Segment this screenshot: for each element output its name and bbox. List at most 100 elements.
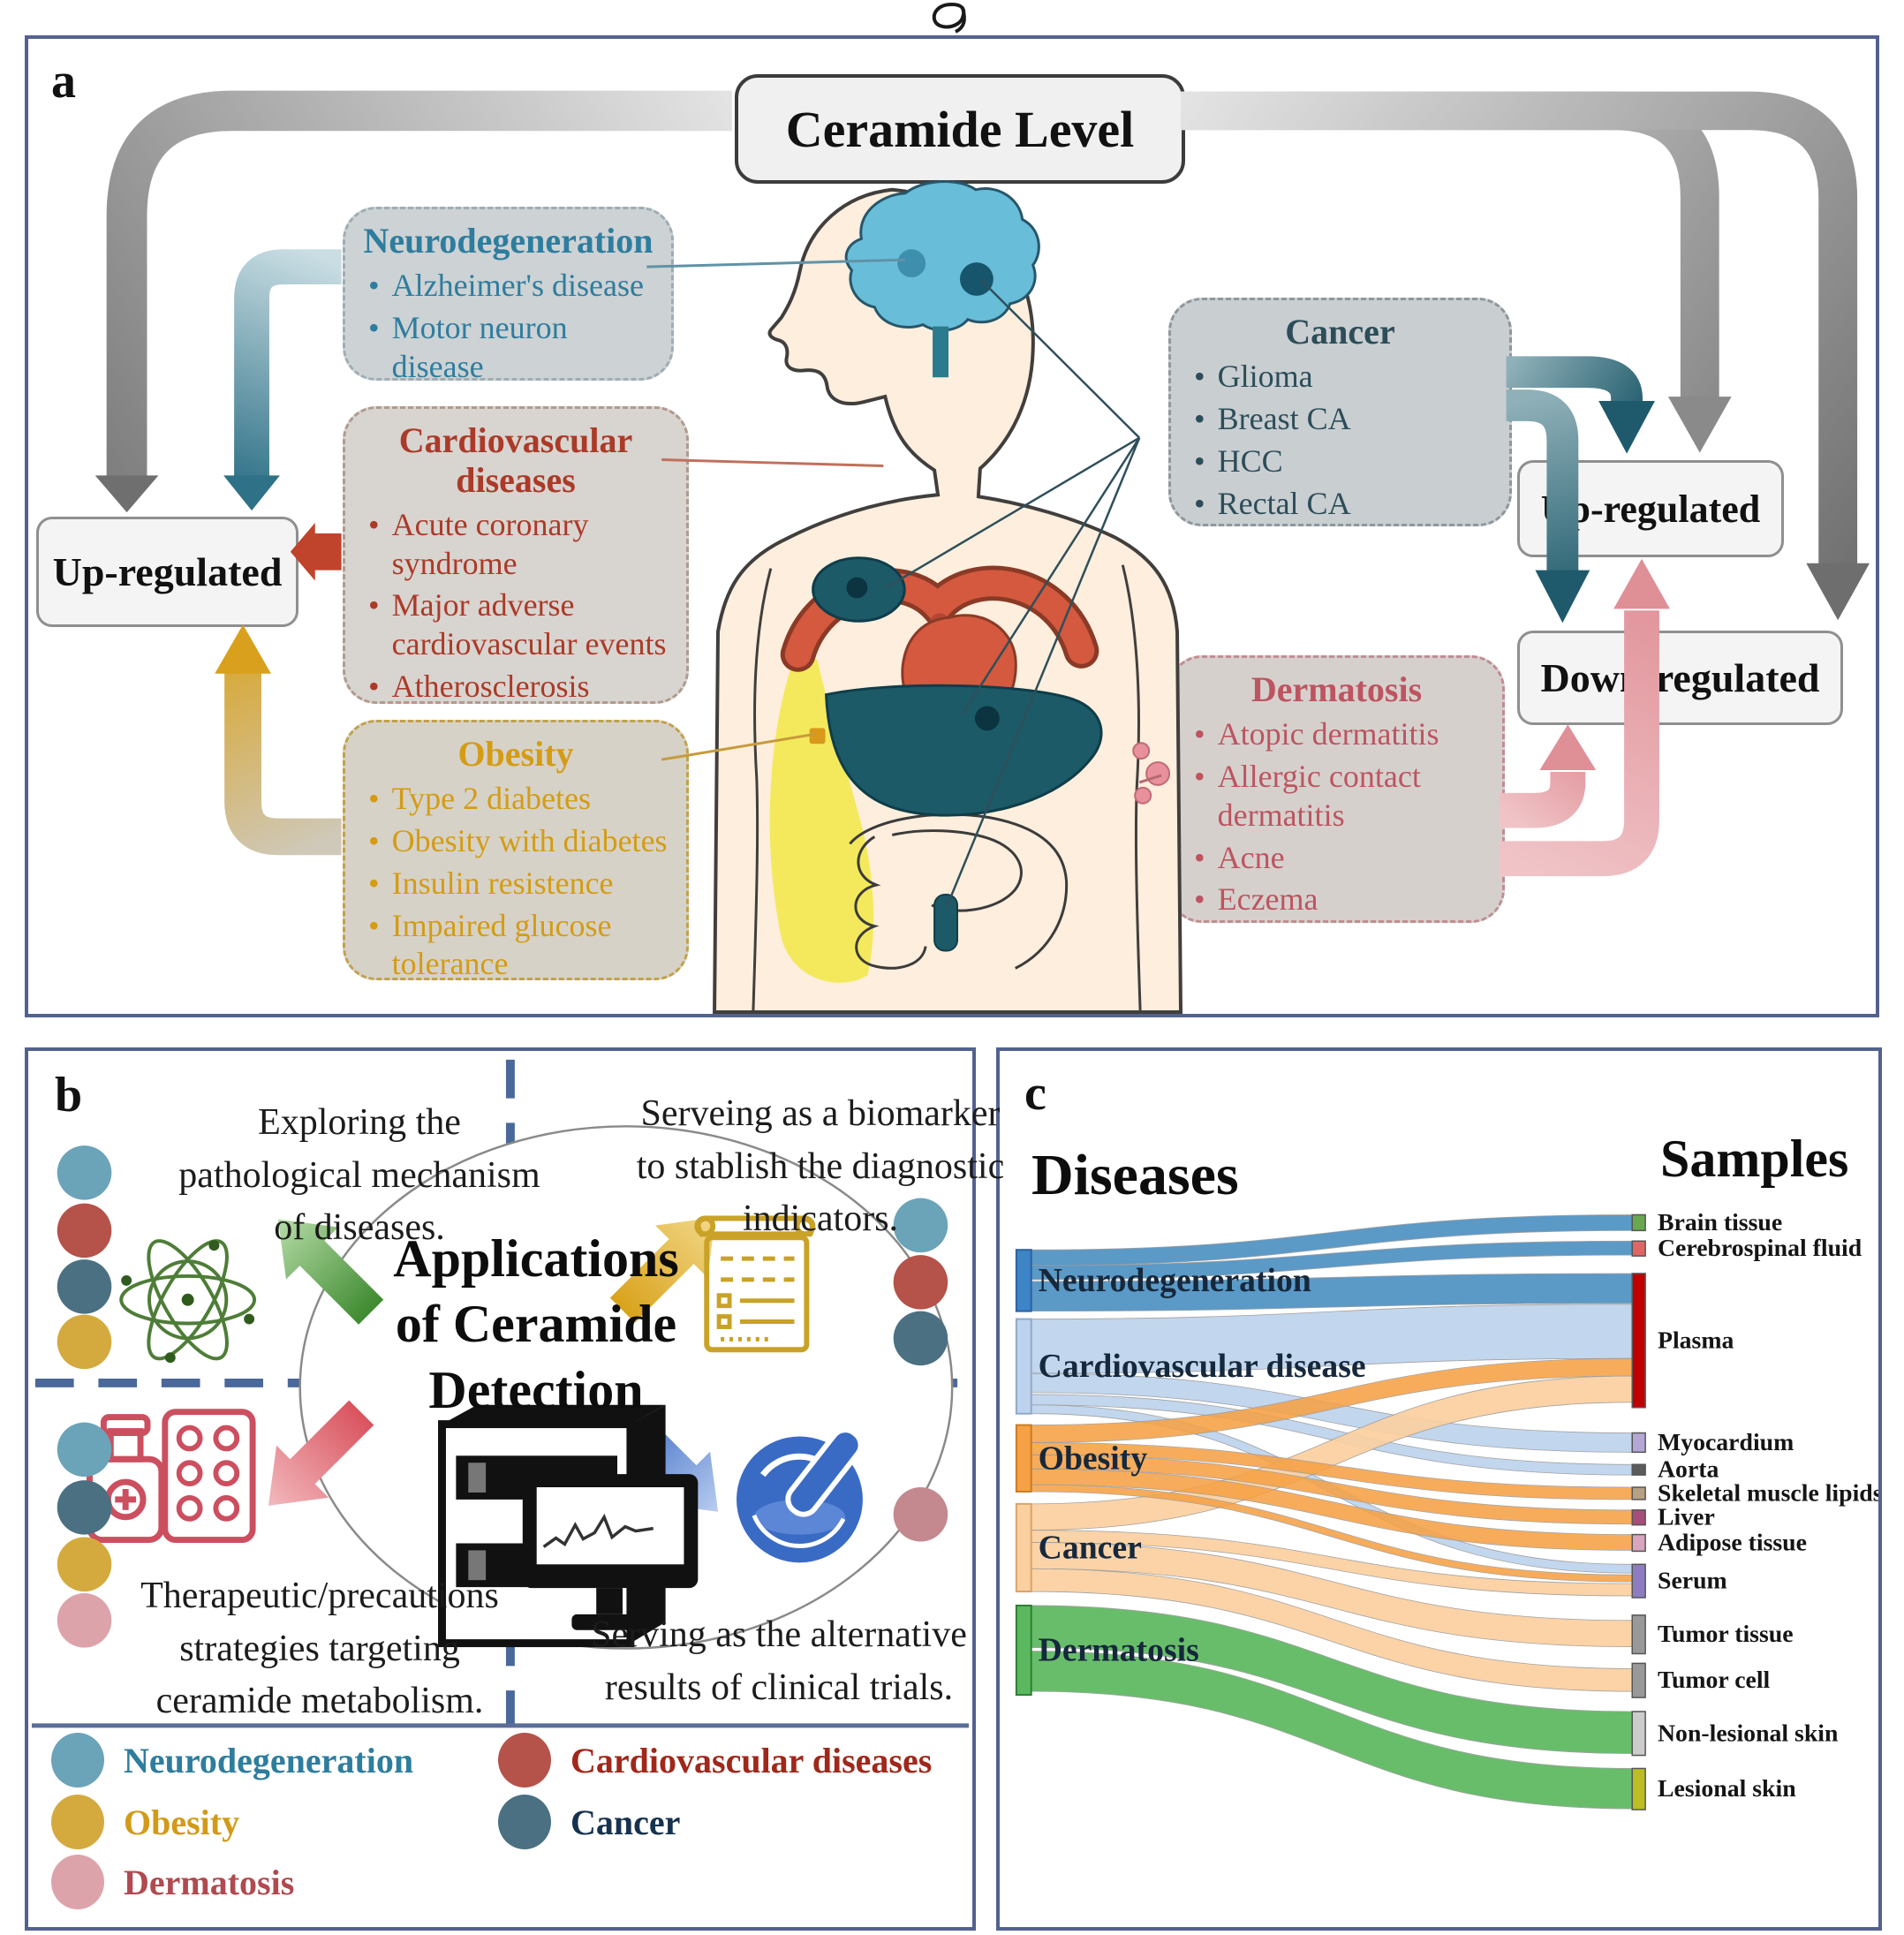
disease-box-neurodegeneration: Neurodegeneration •Alzheimer's disease•M… [343,207,674,384]
category-dot-tl [57,1259,112,1314]
sankey-disease-label: Dermatosis [1039,1632,1199,1669]
category-dot-tr [893,1311,948,1366]
category-dot-br [893,1487,948,1542]
sankey-links [1031,1214,1633,1810]
body-illustration [713,180,1183,1014]
disease-box-obesity: Obesity • Type 2 diabetes •Obesity with di… [343,720,689,981]
arrow-teal-left-head [223,475,280,511]
bullet-marker: • [368,309,380,345]
sankey-disease-label: Neurodegeneration [1039,1262,1311,1299]
legend-dot [498,1795,551,1849]
medicine-icon [87,1409,256,1544]
bullet-item: •Atopic dermatitis [1194,715,1485,754]
regulation-label: Down-regulated [1540,655,1820,700]
regulation-label: Up-regulated [1540,487,1761,531]
sankey-link [1031,1394,1633,1476]
sankey-disease-label: Cardiovascular disease [1039,1348,1366,1385]
bullet-marker: • [1194,839,1205,875]
sankey-node-sample [1631,1240,1646,1257]
petri-dish-icon [736,1427,864,1563]
legend-item: Cancer [498,1795,680,1849]
bullet-text: Glioma [1217,358,1313,394]
brain-marker-1 [897,249,926,278]
legend-label: Dermatosis [124,1862,295,1902]
bullet-marker: • [368,780,380,816]
sankey-node-sample [1631,1614,1646,1655]
down-regulated-right-box: Down-regulated [1517,631,1843,725]
panel-a-label: a [51,54,76,109]
bullet-item: •Insulin resistence [368,865,669,903]
arrow-teal-right-up-head [1598,401,1655,454]
brain-icon [844,180,1040,332]
bullet-text: Eczema [1217,881,1318,918]
sankey-sample-label: Aorta [1658,1456,1719,1484]
sankey-node-disease [1015,1318,1032,1415]
bullet-item: • Glioma [1194,358,1492,397]
yellow-adipose-region [769,654,874,983]
sankey-sample-label: Liver [1658,1504,1715,1531]
legend-item: Dermatosis [51,1855,294,1909]
sankey-link [1031,1442,1633,1500]
bullet-list: •Alzheimer's disease•Motor neuron diseas… [363,267,654,387]
sankey-link [1031,1568,1633,1692]
bullet-text: Type 2 diabetes [391,780,592,816]
arrow-gray-right-inner-head [1667,397,1732,453]
top-crop-mark-icon [932,3,966,34]
legend-label: Cardiovascular diseases [570,1740,933,1780]
sankey-sample-label: Lesional skin [1658,1775,1796,1803]
bullet-text: Atherosclerosis [391,669,590,705]
bullet-list: • Type 2 diabetes •Obesity with diabetes •I… [363,780,669,985]
sankey-node-sample [1631,1533,1646,1553]
arrow-pink-to-up-head [1613,558,1670,609]
brain-marker-2 [959,262,994,296]
sankey-node-sample [1631,1213,1646,1232]
box-title: Neurodegeneration [363,221,654,261]
bullet-marker: • [1194,358,1205,394]
category-dot-bl [57,1480,112,1535]
legend-label: Cancer [570,1802,681,1842]
bullet-item: •Alzheimer's disease [368,267,654,306]
sankey-node-sample [1631,1509,1646,1526]
bullet-item: •Breast CA [1194,400,1492,439]
sankey-sample-label: Skeletal muscle lipids [1658,1479,1878,1507]
category-dot-tl [57,1145,112,1200]
bullet-item: •Acute coronary syndrome [368,506,669,584]
bullet-text: Major adverse cardiovascular events [391,587,667,662]
bullet-marker: • [1194,758,1205,794]
box-title: Obesity [457,734,574,774]
sankey-sample-label: Cerebrospinal fluid [1658,1235,1862,1262]
bullet-item: •Motor neuron disease [368,309,654,387]
bullet-item: •Rectal CA [1194,485,1492,524]
bullet-item: •Obesity with diabetes [368,822,669,861]
sankey-link [1031,1404,1633,1574]
bullet-marker: • [368,865,380,901]
arrow-teal-right-down-head [1535,570,1590,624]
bullet-item: •Major adverse cardiovascular events [368,586,669,664]
arrow-teal-left [234,249,342,478]
center-title: Applications of Ceramide Detection [393,1229,679,1419]
aorta-inner [784,570,1095,668]
sankey-node-sample [1631,1563,1646,1599]
bullet-marker: • [368,907,380,943]
box-title: Cardiovascular diseases [398,420,633,500]
sankey-link [1031,1273,1633,1312]
monitor-icon [522,1474,699,1630]
bullet-text: Rectal CA [1217,485,1351,521]
bullet-item: •HCC [1194,442,1492,481]
sankey-node-sample [1631,1662,1646,1698]
arrow-pink-to-down [1499,771,1586,828]
rectum-icon [933,893,958,952]
bullet-marker: • [1194,715,1205,752]
legend-item: Obesity [51,1795,239,1849]
bullet-item: • Type 2 diabetes [368,780,669,819]
sankey-link [1031,1357,1633,1443]
bullet-marker: • [1194,442,1205,479]
sankey-node-sample [1631,1463,1646,1476]
legend-dot [51,1855,104,1909]
bullet-text: Alzheimer's disease [391,267,644,303]
sankey-disease-label: Obesity [1039,1440,1148,1477]
arrow-teal-right-up [1506,356,1643,404]
sankey-sample-label: Tumor tissue [1658,1621,1794,1648]
